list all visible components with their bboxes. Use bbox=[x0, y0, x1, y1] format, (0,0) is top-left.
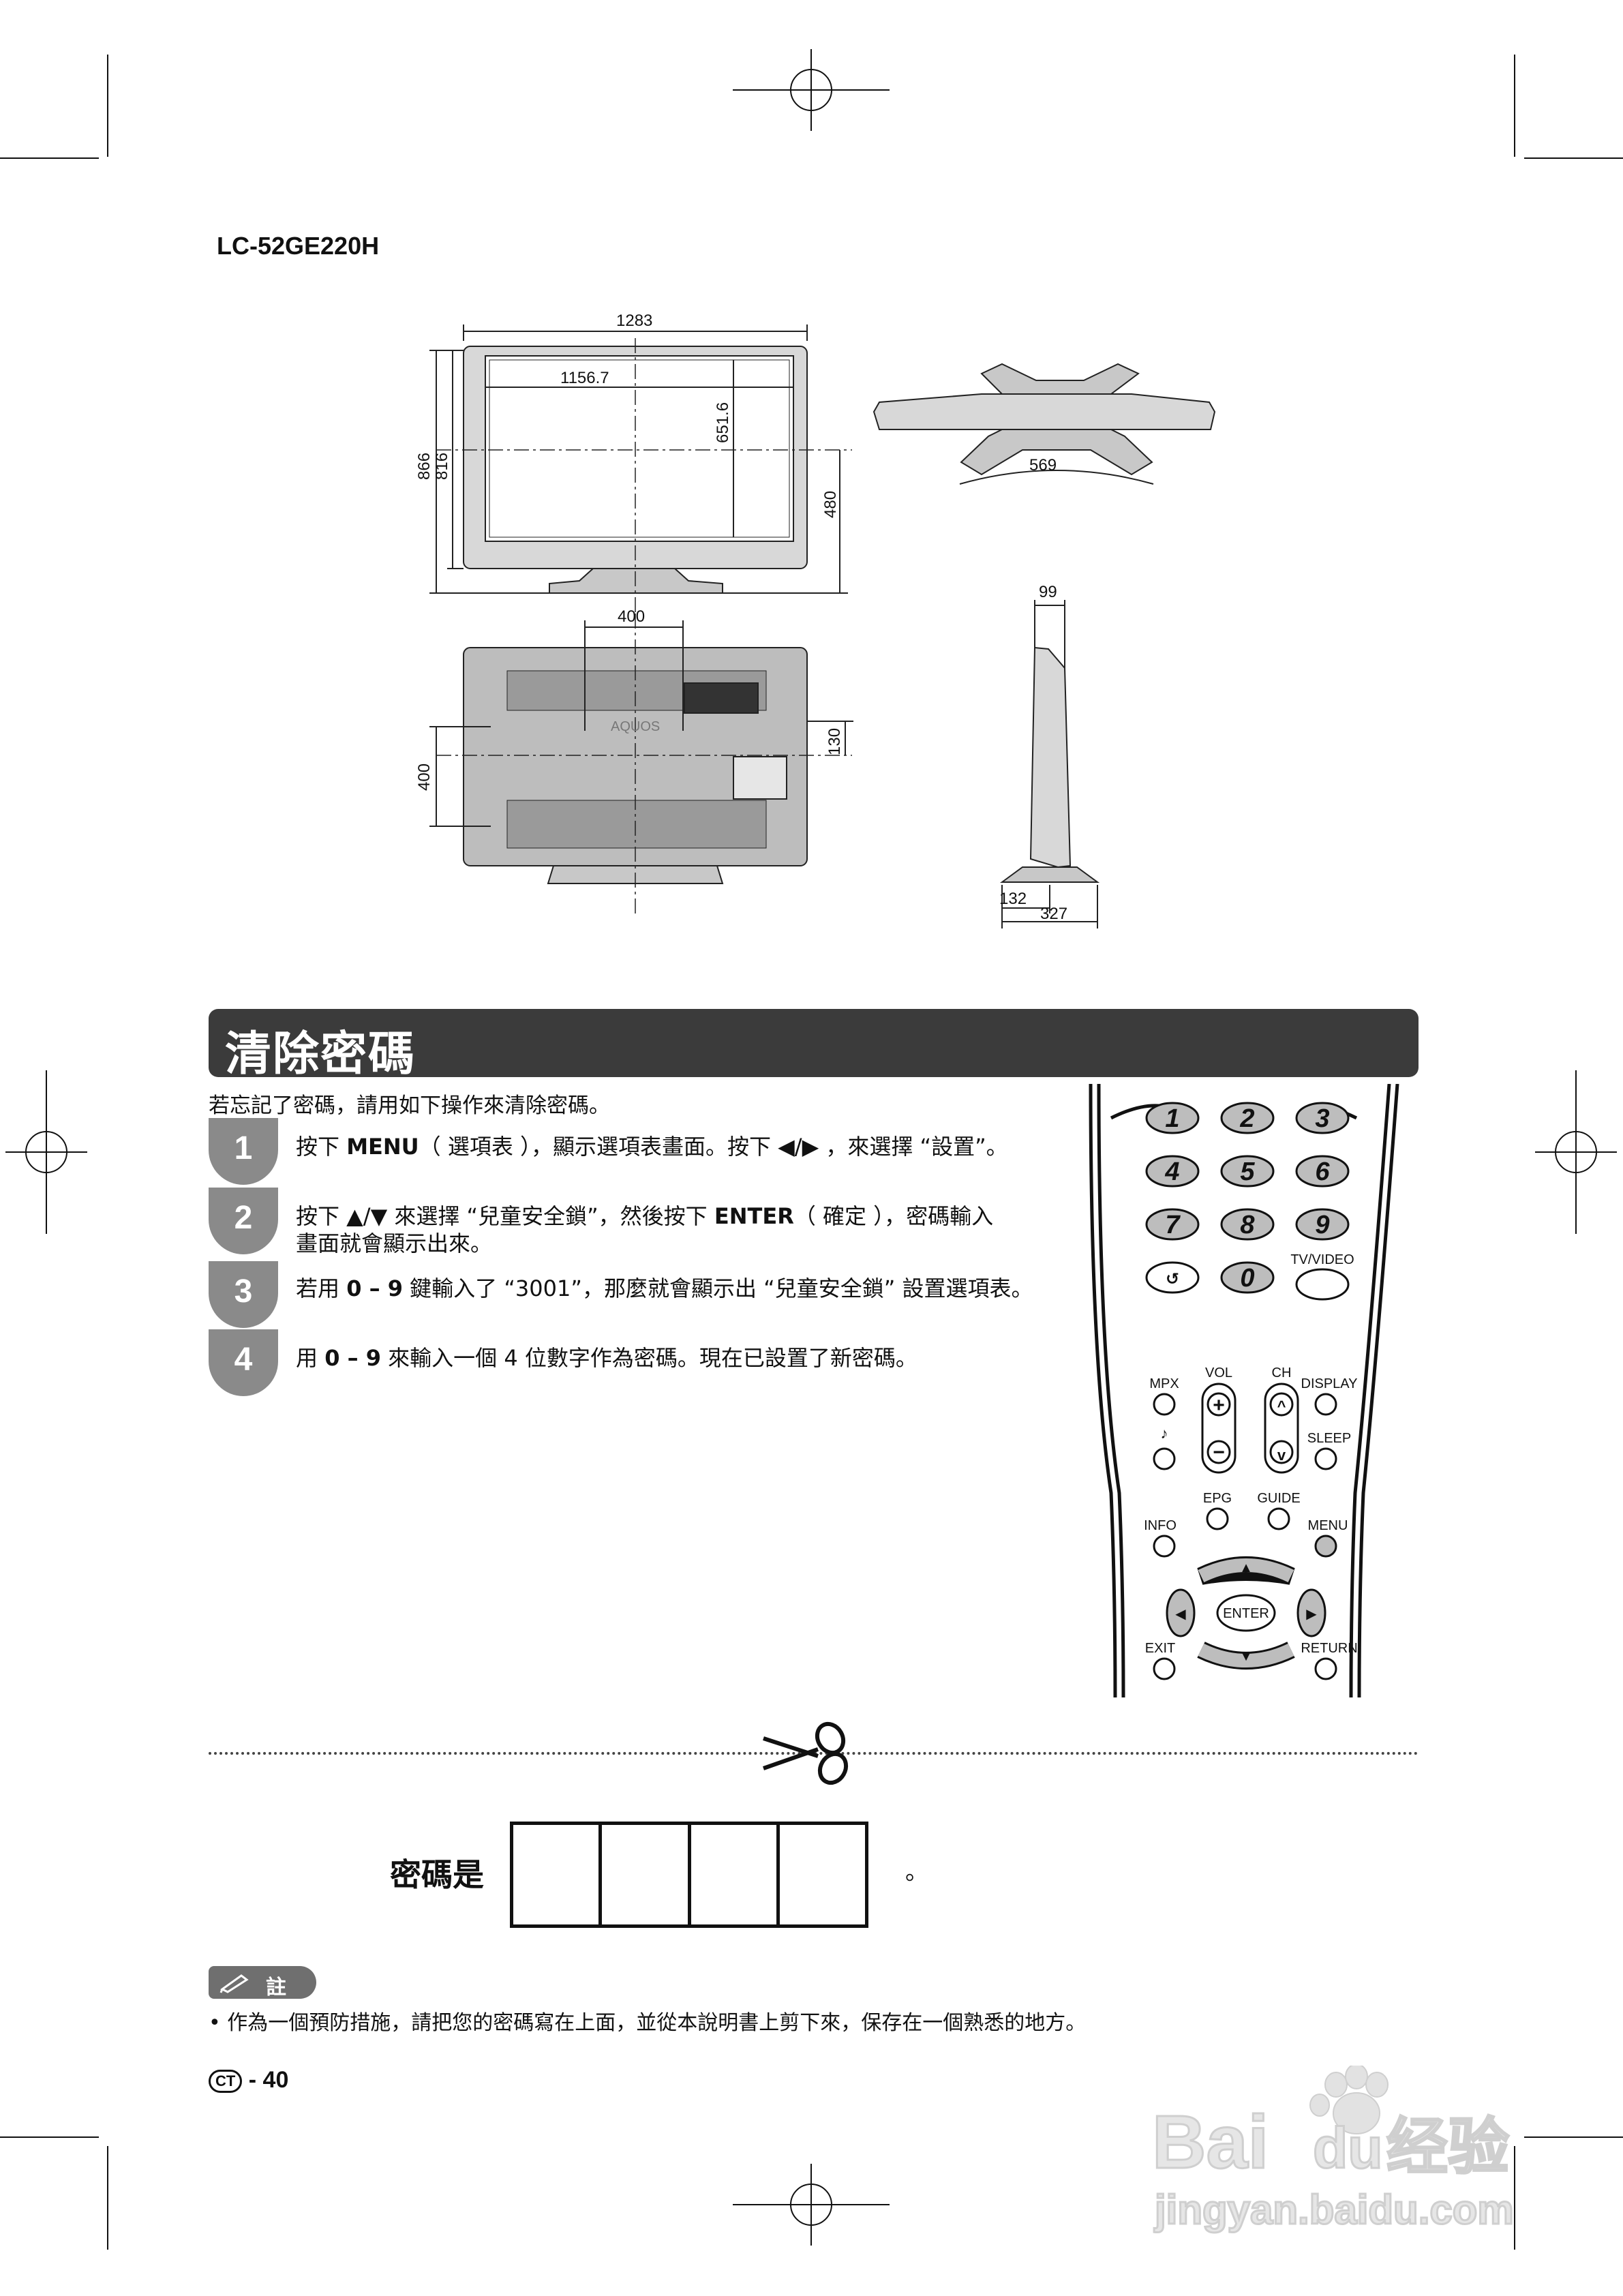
dim-height-overall: 866 bbox=[415, 453, 434, 480]
rear-logo: AQUOS bbox=[611, 719, 660, 734]
remote-label-vol: VOL bbox=[1205, 1365, 1232, 1380]
watermark-url: jingyan.baidu.com bbox=[1154, 2187, 1514, 2233]
note-text: • 作為一個預防措施，請把您的密碼寫在上面，並從本說明書上剪下來，保存在一個熟悉… bbox=[209, 2011, 1087, 2035]
dim-screen-width: 1156.7 bbox=[560, 369, 609, 387]
dim-foot-front: 132 bbox=[999, 890, 1027, 908]
section-banner: 清除密碼 bbox=[209, 1009, 1419, 1081]
remote-control-illustration: 1 2 3 4 5 6 7 8 9 0 TV/VIDEO MPX VOL CH … bbox=[1089, 1084, 1399, 1697]
remote-label-sleep: SLEEP bbox=[1307, 1431, 1351, 1446]
password-digit-box-3[interactable] bbox=[691, 1825, 780, 1924]
remote-key-5: 5 bbox=[1240, 1158, 1255, 1186]
dim-width-overall: 1283 bbox=[616, 312, 652, 330]
arrow-right-icon: ▶ bbox=[1306, 1607, 1317, 1622]
flashback-icon: ↺ bbox=[1166, 1270, 1179, 1288]
step-number-2: 2 bbox=[209, 1188, 278, 1254]
ch-up-icon: ^ bbox=[1277, 1398, 1286, 1415]
remote-label-display: DISPLAY bbox=[1301, 1376, 1358, 1391]
step-text-1: 按下 MENU（ 選項表 ），顯示選項表畫面。按下 ◀/▶ ，來選擇 “設置”。 bbox=[296, 1134, 1008, 1160]
password-digit-box-2[interactable] bbox=[602, 1825, 691, 1924]
remote-label-ch: CH bbox=[1272, 1365, 1292, 1380]
remote-key-1: 1 bbox=[1165, 1104, 1179, 1133]
dim-vesa-v: 400 bbox=[415, 764, 434, 791]
vol-plus-icon: + bbox=[1213, 1394, 1225, 1417]
dim-stand-depth: 569 bbox=[1029, 456, 1057, 474]
password-digit-box-1[interactable] bbox=[513, 1825, 603, 1924]
password-boxes bbox=[510, 1822, 868, 1928]
remote-key-8: 8 bbox=[1240, 1211, 1255, 1239]
dim-center-height: 480 bbox=[821, 491, 840, 518]
note-label: 註 bbox=[266, 1976, 286, 1999]
remote-label-tvvideo: TV/VIDEO bbox=[1290, 1252, 1354, 1267]
step-number-1: 1 bbox=[209, 1118, 278, 1185]
password-label: 密碼是 bbox=[390, 1856, 484, 1893]
dim-screen-height: 651.6 bbox=[714, 402, 732, 443]
remote-key-9: 9 bbox=[1315, 1211, 1329, 1239]
dimension-diagram: 1283 1156.7 651.6 866 816 480 569 400 40… bbox=[415, 312, 1216, 928]
password-end-mark: 。 bbox=[905, 1858, 928, 1886]
remote-label-mpx: MPX bbox=[1149, 1376, 1179, 1391]
remote-key-6: 6 bbox=[1315, 1158, 1330, 1186]
step-number-3: 3 bbox=[209, 1261, 278, 1328]
intro-text: 若忘記了密碼，請用如下操作來清除密碼。 bbox=[209, 1093, 610, 1118]
arrow-up-icon: ▲ bbox=[1239, 1560, 1253, 1575]
watermark-brand: Bai bbox=[1152, 2100, 1269, 2184]
arrow-down-icon: ▼ bbox=[1239, 1649, 1253, 1664]
watermark-logo: Bai du 经验 jingyan.baidu.com bbox=[1152, 2066, 1515, 2234]
remote-label-epg: EPG bbox=[1203, 1491, 1232, 1506]
dim-vesa-offset: 130 bbox=[825, 728, 844, 755]
step-text-3: 若用 0 – 9 鍵輸入了 “3001”，那麼就會顯示出 “兒童安全鎖” 設置選… bbox=[296, 1275, 1033, 1301]
page-number-text: - 40 bbox=[248, 2067, 289, 2093]
step-text-4: 用 0 – 9 來輸入一個 4 位數字作為密碼。現在已設置了新密碼。 bbox=[296, 1345, 917, 1371]
dim-height-body: 816 bbox=[433, 453, 451, 480]
section-title: 清除密碼 bbox=[225, 1027, 416, 1081]
pencil-icon bbox=[219, 1974, 249, 1993]
remote-label-menu: MENU bbox=[1308, 1518, 1348, 1533]
remote-key-7: 7 bbox=[1165, 1211, 1181, 1239]
vol-minus-icon: − bbox=[1213, 1441, 1225, 1464]
language-mark: CT bbox=[209, 2070, 243, 2094]
remote-key-0: 0 bbox=[1240, 1264, 1254, 1293]
watermark-brand-2: du bbox=[1313, 2116, 1383, 2180]
remote-label-return: RETURN bbox=[1301, 1641, 1357, 1656]
remote-key-4: 4 bbox=[1164, 1158, 1179, 1186]
ch-down-icon: v bbox=[1277, 1447, 1286, 1464]
model-name: LC-52GE220H bbox=[217, 232, 380, 260]
step-text-2: 按下 ▲/▼ 來選擇 “兒童安全鎖”，然後按下 ENTER（ 確定 ），密碼輸入… bbox=[296, 1203, 994, 1256]
arrow-left-icon: ◀ bbox=[1175, 1607, 1186, 1622]
note-tab: 註 bbox=[209, 1966, 316, 1999]
scissors-icon bbox=[763, 1721, 849, 1785]
remote-label-info: INFO bbox=[1144, 1518, 1177, 1533]
remote-key-3: 3 bbox=[1315, 1104, 1329, 1133]
remote-key-2: 2 bbox=[1239, 1104, 1254, 1133]
dim-vesa-h: 400 bbox=[618, 607, 645, 626]
mute-icon: ♪ bbox=[1161, 1425, 1168, 1442]
watermark-cn: 经验 bbox=[1386, 2113, 1509, 2181]
remote-label-exit: EXIT bbox=[1145, 1641, 1175, 1656]
page-number: CT - 40 bbox=[209, 2067, 288, 2094]
step-number-4: 4 bbox=[209, 1329, 278, 1396]
password-digit-box-4[interactable] bbox=[780, 1825, 865, 1924]
dim-foot-depth: 327 bbox=[1040, 905, 1067, 923]
remote-label-enter: ENTER bbox=[1223, 1606, 1269, 1621]
remote-label-guide: GUIDE bbox=[1257, 1491, 1300, 1506]
dim-side-depth: 99 bbox=[1039, 583, 1057, 601]
